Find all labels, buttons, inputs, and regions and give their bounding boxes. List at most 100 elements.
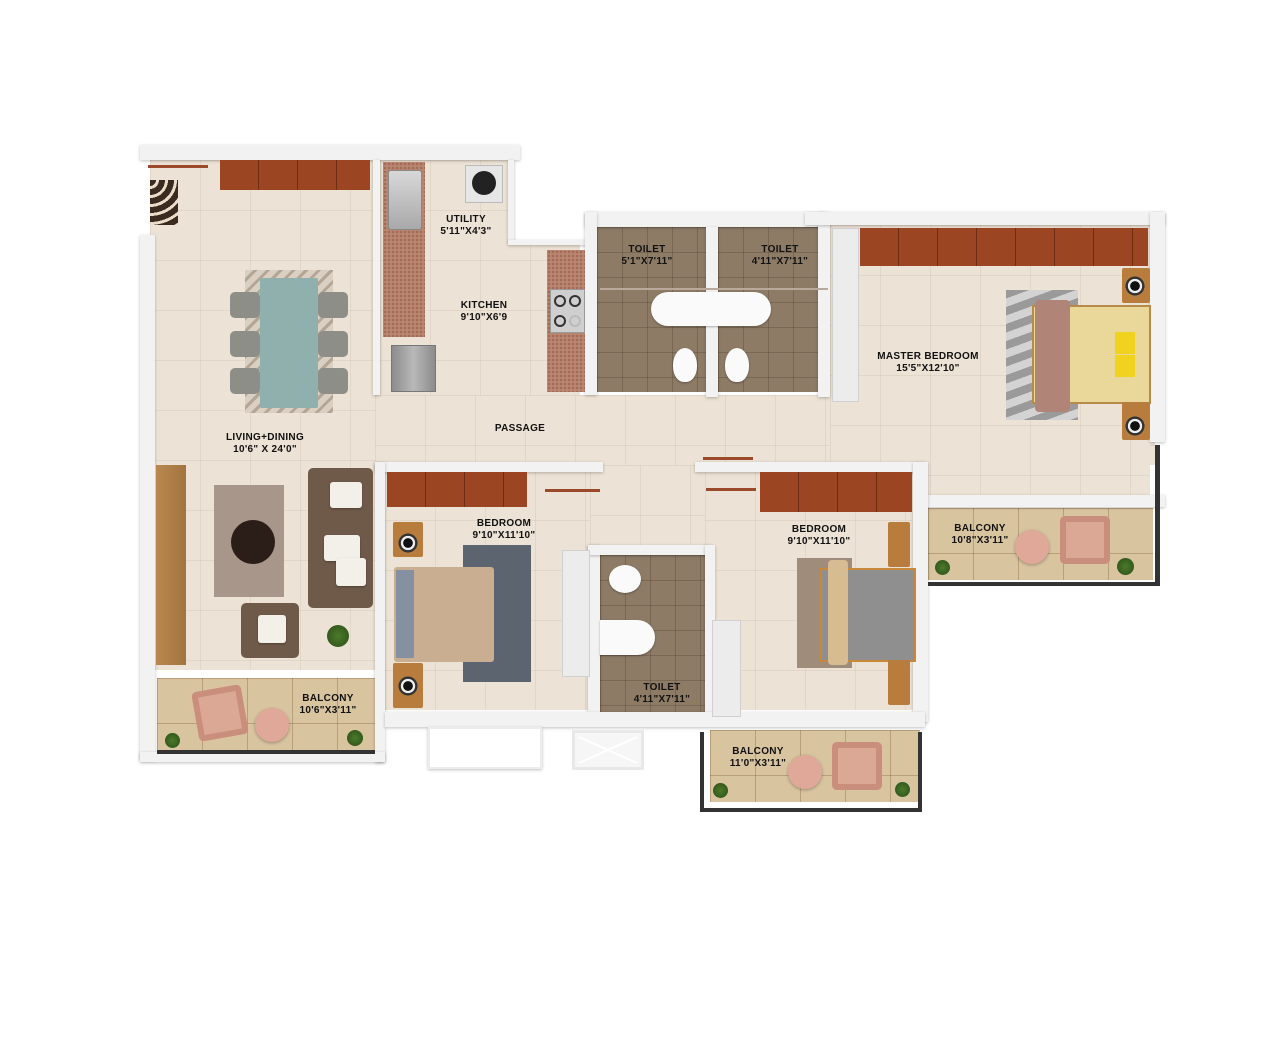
room-name: TOILET bbox=[628, 244, 666, 255]
bedroom2-throw bbox=[828, 560, 848, 665]
room-name: BALCONY bbox=[954, 523, 1006, 534]
room-name: BALCONY bbox=[732, 746, 784, 757]
room-name: UTILITY bbox=[446, 214, 486, 225]
plant-icon bbox=[895, 782, 910, 797]
plant-icon bbox=[347, 730, 363, 746]
balcony-bedroom-floor bbox=[710, 730, 920, 802]
shower-icon bbox=[600, 620, 655, 655]
wc-icon bbox=[609, 565, 641, 593]
living-wardrobe bbox=[220, 160, 370, 190]
sliding-door-track bbox=[706, 488, 756, 491]
sofa-cushion bbox=[336, 558, 366, 586]
wc-icon bbox=[725, 348, 749, 382]
stove-icon bbox=[550, 289, 585, 333]
room-dimensions: 5'11"X4'3" bbox=[440, 226, 492, 237]
room-label-balcony-master: BALCONY 10'8"X3'11" bbox=[942, 523, 1018, 547]
wall-bedroom1-left bbox=[375, 462, 385, 762]
wall-living-kitchen bbox=[373, 160, 380, 395]
room-dimensions: 5'1"X7'11" bbox=[621, 256, 673, 267]
wc-icon bbox=[673, 348, 697, 382]
room-dimensions: 4'11"X7'11" bbox=[751, 256, 809, 267]
room-name: BEDROOM bbox=[791, 524, 847, 535]
bed-throw bbox=[1035, 300, 1070, 412]
room-name: LIVING+DINING bbox=[225, 432, 305, 443]
wall-utility-step bbox=[508, 160, 514, 242]
room-name: PASSAGE bbox=[494, 423, 546, 434]
sink-icon bbox=[388, 170, 422, 230]
wall-left-living bbox=[140, 235, 155, 760]
dining-chair bbox=[230, 331, 260, 357]
dining-table bbox=[260, 278, 318, 408]
wall-bedroom1-right bbox=[588, 545, 600, 720]
balcony-bedroom-rail-right bbox=[918, 732, 922, 812]
living-dining-floor bbox=[150, 160, 375, 670]
room-label-living-dining: LIVING+DINING 10'6" X 24'0" bbox=[205, 432, 325, 456]
bedroom2-wardrobe bbox=[760, 472, 912, 512]
room-name: BALCONY bbox=[302, 693, 354, 704]
room-label-kitchen: KITCHEN 9'10"X6'9 bbox=[446, 300, 522, 324]
balcony-master-floor bbox=[928, 508, 1153, 580]
balcony-armchair bbox=[1060, 516, 1110, 564]
dining-chair bbox=[230, 292, 260, 318]
bedside-table bbox=[888, 660, 910, 705]
lamp-icon bbox=[397, 675, 419, 697]
plant-icon bbox=[165, 733, 180, 748]
room-label-master-bedroom: MASTER BEDROOM 15'5"X12'10" bbox=[868, 351, 988, 375]
balcony-table bbox=[1015, 530, 1049, 564]
balcony-armchair bbox=[191, 684, 249, 742]
wall-toilet-left bbox=[585, 212, 597, 395]
master-wardrobe bbox=[860, 228, 1148, 266]
duct-shaft bbox=[572, 730, 644, 770]
wall-bedroom2-right bbox=[913, 462, 928, 722]
wall-master-bottom bbox=[925, 495, 1165, 507]
room-dimensions: 15'5"X12'10" bbox=[896, 363, 960, 374]
room-label-toilet-1: TOILET 5'1"X7'11" bbox=[612, 244, 682, 268]
sliding-door-track bbox=[703, 457, 753, 460]
room-dimensions: 9'10"X6'9 bbox=[460, 312, 508, 323]
room-name: TOILET bbox=[761, 244, 799, 255]
room-dimensions: 10'6"X3'11" bbox=[299, 705, 357, 716]
glass-partition bbox=[600, 288, 828, 290]
armchair-cushion bbox=[258, 615, 286, 643]
dining-chair bbox=[318, 331, 348, 357]
balcony-armchair bbox=[832, 742, 882, 790]
room-dimensions: 10'8"X3'11" bbox=[951, 535, 1009, 546]
yellow-pillow bbox=[1115, 355, 1135, 377]
bedroom1-tv-unit bbox=[562, 550, 590, 677]
sofa-cushion bbox=[324, 535, 360, 561]
room-dimensions: 9'10"X11'10" bbox=[787, 536, 851, 547]
wall-right-master bbox=[1150, 212, 1165, 442]
balcony-bedroom-rail-left bbox=[700, 732, 704, 812]
washing-machine-icon bbox=[465, 165, 503, 203]
room-label-balcony-bedroom: BALCONY 11'0"X3'11" bbox=[720, 746, 796, 770]
sliding-door-track bbox=[545, 489, 600, 492]
balcony-master-rail bbox=[1155, 445, 1160, 585]
balcony-bedroom-rail-bottom bbox=[700, 808, 922, 812]
window-ledge bbox=[428, 727, 542, 769]
tv-console bbox=[156, 465, 186, 665]
dining-chair bbox=[318, 292, 348, 318]
balcony-table bbox=[788, 755, 822, 789]
plant-icon bbox=[1117, 558, 1134, 575]
bedroom1-headboard bbox=[396, 570, 414, 658]
center-hall-floor bbox=[590, 465, 705, 550]
wall-toilet3-right bbox=[705, 545, 715, 720]
living-rug-small bbox=[150, 180, 178, 225]
room-dimensions: 11'0"X3'11" bbox=[729, 758, 787, 769]
room-label-balcony-living: BALCONY 10'6"X3'11" bbox=[290, 693, 366, 717]
shaft-cross-icon bbox=[578, 736, 638, 764]
dining-chair bbox=[318, 368, 348, 394]
room-name: MASTER BEDROOM bbox=[877, 351, 979, 362]
wall-toilet3-top bbox=[588, 545, 710, 555]
coffee-table bbox=[231, 520, 275, 564]
fridge-icon bbox=[391, 345, 436, 392]
room-label-utility: UTILITY 5'11"X4'3" bbox=[428, 214, 504, 238]
wall-top-toilets bbox=[585, 212, 825, 227]
lamp-icon bbox=[1124, 415, 1146, 437]
balcony-table bbox=[255, 708, 289, 742]
balcony-living-rail bbox=[157, 750, 375, 754]
room-name: BEDROOM bbox=[476, 518, 532, 529]
wall-toilet-right bbox=[818, 212, 830, 397]
lamp-icon bbox=[1124, 275, 1146, 297]
